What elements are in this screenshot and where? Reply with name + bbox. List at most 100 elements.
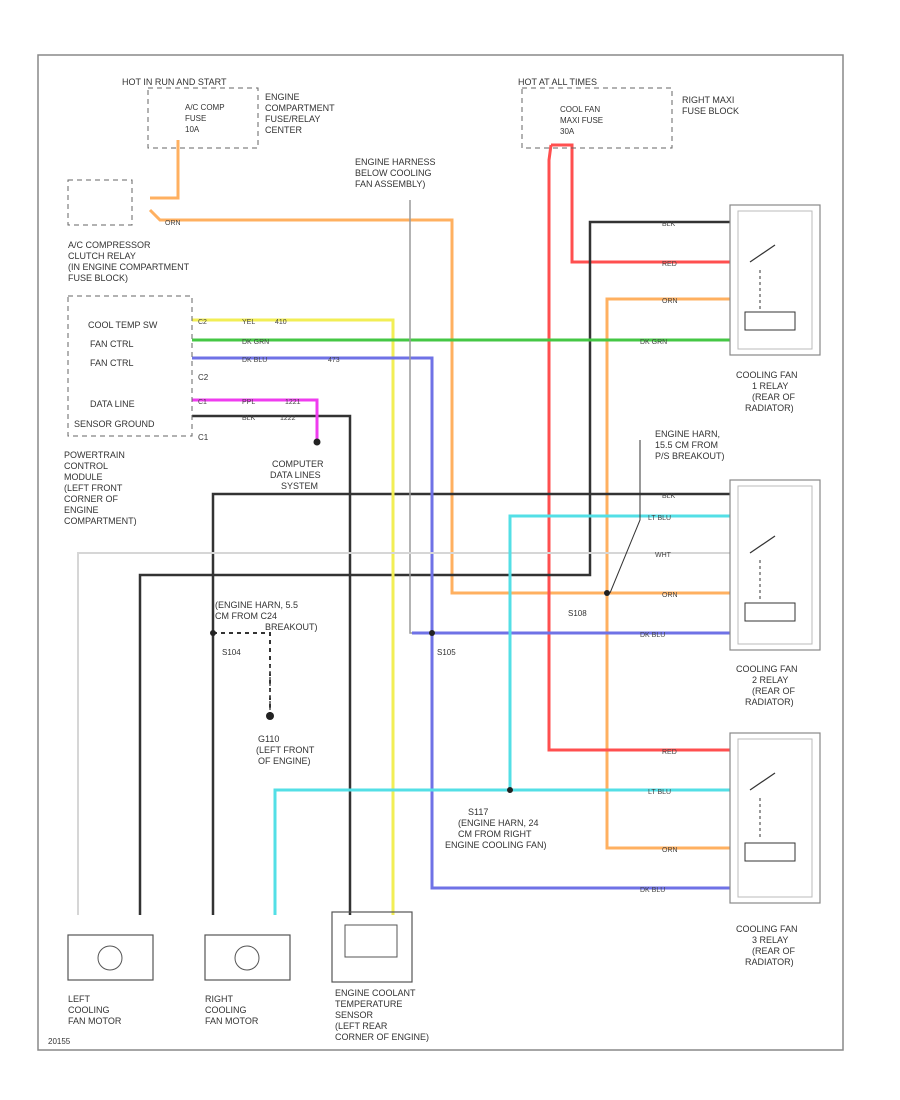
wire-code-c1-pin: C1 xyxy=(198,399,207,406)
relay3-label-3: (REAR OF xyxy=(752,946,796,956)
g110-label-2: (LEFT FRONT xyxy=(256,745,315,755)
s117-label-4: ENGINE COOLING FAN) xyxy=(445,840,547,850)
relay-3 xyxy=(729,732,821,904)
black-wire-relay1 xyxy=(138,220,730,915)
rfan-label-3: FAN MOTOR xyxy=(205,1016,259,1026)
wires xyxy=(77,140,730,915)
pcm-label-7: COMPARTMENT) xyxy=(64,516,137,526)
maxi-fuse-box xyxy=(521,87,673,149)
pcm-box xyxy=(67,295,193,437)
relay2-label-2: 2 RELAY xyxy=(752,675,788,685)
wire-code-red-2: RED xyxy=(662,749,677,756)
wire-code-wht: WHT xyxy=(655,552,672,559)
ecfrc-label-3: FUSE/RELAY xyxy=(265,114,320,124)
rfan-label-1: RIGHT xyxy=(205,994,234,1004)
eh-s108-label-2: 15.5 CM FROM xyxy=(655,440,718,450)
relay1-label-1: COOLING FAN xyxy=(736,370,798,380)
s104-label: S104 xyxy=(222,648,241,657)
splice-cdls xyxy=(313,438,321,446)
wire-code-dkgrn-1: DK GRN xyxy=(242,339,269,346)
ac-comp-fuse-label: A/C COMP xyxy=(185,103,225,112)
pcm-label-3: MODULE xyxy=(64,472,103,482)
s105-label: S105 xyxy=(437,648,456,657)
ects-label-4: (LEFT REAR xyxy=(335,1021,388,1031)
splice-s104 xyxy=(210,630,216,636)
wire-code-orn-2: ORN xyxy=(662,298,678,305)
cool-fan-fuse-amp: 30A xyxy=(560,127,575,136)
s117-label-2: (ENGINE HARN, 24 xyxy=(458,818,539,828)
wire-code-pin-1221: 1221 xyxy=(285,399,301,406)
sensor-ground-label: SENSOR GROUND xyxy=(74,419,155,429)
orange-wire-fuse xyxy=(150,140,180,200)
ect-sensor xyxy=(331,911,413,983)
ects-label-1: ENGINE COOLANT xyxy=(335,988,416,998)
left-fan-motor xyxy=(67,934,154,981)
black-wire-sensor-ground xyxy=(192,414,352,915)
eh-s104-label-2: CM FROM C24 xyxy=(215,611,277,621)
fan-ctrl-1-label: FAN CTRL xyxy=(90,339,134,349)
gray-wire-harness xyxy=(409,200,412,634)
wire-code-dkgrn-2: DK GRN xyxy=(640,339,667,346)
wire-code-orn-1: ORN xyxy=(165,220,181,227)
wire-code-orn-4: ORN xyxy=(662,847,678,854)
relay1-label-3: (REAR OF xyxy=(752,392,796,402)
pcm-label-6: ENGINE xyxy=(64,505,99,515)
pcm-label-1: POWERTRAIN xyxy=(64,450,125,460)
wire-code-ltblu-1: LT BLU xyxy=(648,515,671,522)
pcm-label-2: CONTROL xyxy=(64,461,108,471)
acc-relay-label-1: A/C COMPRESSOR xyxy=(68,240,151,250)
splice-s117 xyxy=(507,787,513,793)
wire-code-dkblu-3: DK BLU xyxy=(640,887,665,894)
eh-s108-label-1: ENGINE HARN, xyxy=(655,429,720,439)
cdls-label-2: DATA LINES xyxy=(270,470,321,480)
relay-2 xyxy=(729,479,821,651)
hot-all-times-label: HOT AT ALL TIMES xyxy=(518,77,597,87)
g110-label-3: OF ENGINE) xyxy=(258,756,311,766)
relay3-label-4: RADIATOR) xyxy=(745,957,794,967)
hot-run-start-label: HOT IN RUN AND START xyxy=(122,77,227,87)
eng-harness-label-2: BELOW COOLING xyxy=(355,168,432,178)
rmfb-label-1: RIGHT MAXI xyxy=(682,95,734,105)
s108-leader xyxy=(609,440,641,594)
ects-label-2: TEMPERATURE xyxy=(335,999,402,1009)
wire-code-orn-3: ORN xyxy=(662,592,678,599)
wire-code-pin-1222: 1222 xyxy=(280,415,296,422)
wire-codes: ORN ORN ORN ORN RED RED BLK BLK BLK YEL … xyxy=(165,220,678,894)
pcm-label-5: CORNER OF xyxy=(64,494,119,504)
labels: HOT IN RUN AND START A/C COMP FUSE 10A E… xyxy=(48,77,798,1046)
wire-code-ltblu-2: LT BLU xyxy=(648,789,671,796)
acc-relay-label-3: (IN ENGINE COMPARTMENT xyxy=(68,262,190,272)
relay2-label-3: (REAR OF xyxy=(752,686,796,696)
cdls-label-1: COMPUTER xyxy=(272,459,324,469)
s108-label: S108 xyxy=(568,609,587,618)
eh-s104-label-3: BREAKOUT) xyxy=(265,622,318,632)
black-wire-ground xyxy=(213,632,271,715)
eh-s108-label-3: P/S BREAKOUT) xyxy=(655,451,725,461)
wire-code-red-1: RED xyxy=(662,261,677,268)
cyan-wire-relay2 xyxy=(508,514,730,790)
relay-1 xyxy=(729,204,821,356)
red-wire-relay3 xyxy=(547,144,730,752)
red-wire-relay1 xyxy=(551,143,730,264)
relay2-label-1: COOLING FAN xyxy=(736,664,798,674)
white-wire xyxy=(77,552,730,915)
eng-harness-label-1: ENGINE HARNESS xyxy=(355,157,436,167)
yellow-wire xyxy=(192,318,395,915)
data-line-label: DATA LINE xyxy=(90,399,135,409)
blue-wire-pcm xyxy=(192,356,730,890)
ac-comp-fuse-label-2: FUSE xyxy=(185,114,206,123)
wire-code-dkblu-2: DK BLU xyxy=(640,632,665,639)
pcm-label-4: (LEFT FRONT xyxy=(64,483,123,493)
cool-temp-sw-label: COOL TEMP SW xyxy=(88,320,158,330)
splice-s108 xyxy=(604,590,610,596)
g110-label-1: G110 xyxy=(258,734,279,744)
cyan-wire-relay3 xyxy=(273,788,730,915)
black-wire-relay2 xyxy=(211,492,730,915)
ac-comp-fuse-amp: 10A xyxy=(185,125,200,134)
relay2-label-4: RADIATOR) xyxy=(745,697,794,707)
eng-harness-label-3: FAN ASSEMBLY) xyxy=(355,179,425,189)
lfan-label-3: FAN MOTOR xyxy=(68,1016,122,1026)
s117-label-3: CM FROM RIGHT xyxy=(458,829,532,839)
rmfb-label-2: FUSE BLOCK xyxy=(682,106,739,116)
